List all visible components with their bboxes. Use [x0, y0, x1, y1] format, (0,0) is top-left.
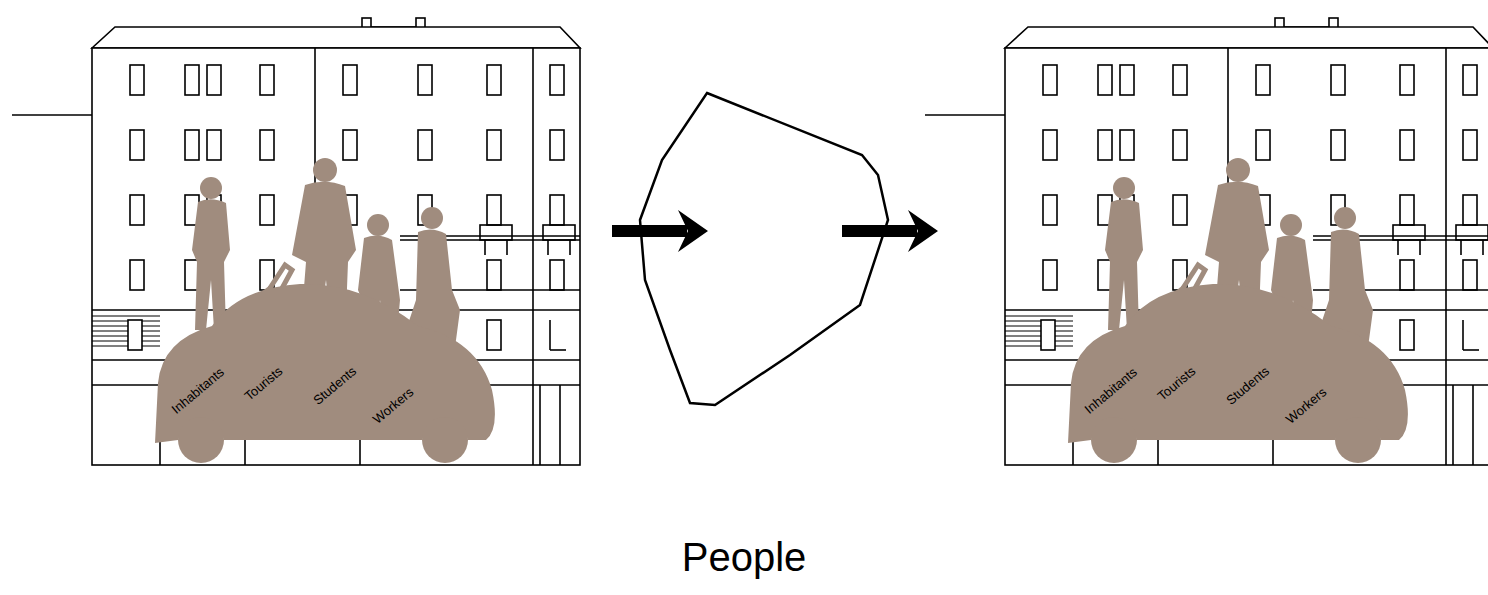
flow-arrow: [612, 210, 938, 252]
process-shape: [640, 93, 888, 405]
caption: People: [0, 535, 1488, 579]
building-left: [12, 18, 580, 465]
car-shape: InhabitantsTouristsStudentsWorkers: [150, 278, 500, 468]
car-shape: InhabitantsTouristsStudentsWorkers: [1063, 278, 1413, 468]
building-right: [925, 18, 1488, 465]
car-outline: [150, 278, 500, 468]
car-outline: [1063, 278, 1413, 468]
